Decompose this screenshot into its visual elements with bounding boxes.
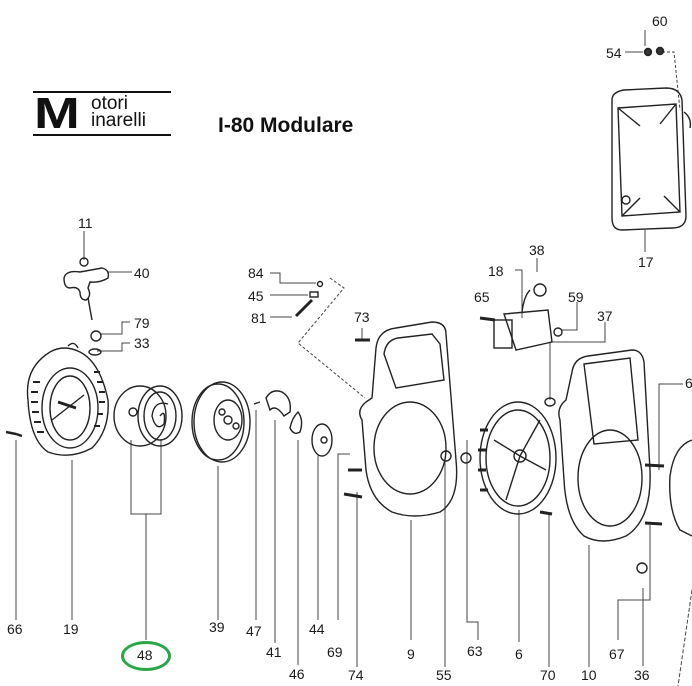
part-label: 79 — [134, 315, 150, 331]
leader-lines — [15, 30, 692, 686]
part-label: 36 — [634, 667, 650, 683]
logo-initial: M — [34, 89, 80, 138]
part-label: 73 — [354, 309, 370, 325]
fan-cover — [359, 321, 472, 517]
page-title: I-80 Modulare — [218, 114, 354, 137]
logo-top-rule — [33, 91, 171, 93]
part-label: 81 — [251, 310, 267, 326]
starter-handle — [63, 257, 110, 356]
leader-59 — [562, 302, 578, 331]
leader-84 — [270, 272, 316, 284]
rear-cover — [558, 349, 651, 542]
leader-6r — [658, 383, 683, 470]
leader-group-9 — [297, 277, 366, 399]
starter-pulley — [191, 381, 251, 463]
leader-63 — [466, 440, 479, 640]
part-label: 37 — [597, 308, 613, 324]
part-label: 69 — [327, 644, 343, 660]
leader-67 — [617, 525, 651, 640]
part-label: 54 — [606, 45, 622, 61]
part-label: 59 — [568, 289, 584, 305]
part-label: 19 — [63, 621, 79, 637]
highlight-circle — [121, 641, 171, 671]
leader-69 — [337, 453, 350, 620]
leader-33 — [97, 342, 130, 352]
leader-79 — [100, 321, 130, 335]
part-label: 11 — [78, 215, 93, 231]
part-label: 46 — [289, 666, 305, 682]
air-filter-housing — [611, 46, 692, 231]
leader-37 — [549, 322, 606, 400]
part-label: 6 — [515, 646, 523, 662]
part-label: 9 — [407, 646, 415, 662]
crankcase-partial — [636, 439, 692, 574]
leader-60-dash — [662, 51, 681, 111]
part-label: 10 — [581, 667, 597, 683]
logo-line2: inarelli — [91, 110, 146, 131]
part-label: 70 — [540, 667, 556, 683]
part-label: 39 — [209, 619, 225, 635]
logo-line1: otori — [91, 93, 128, 114]
part-label: 44 — [309, 621, 325, 637]
part-label: 74 — [348, 667, 364, 683]
part-label: 45 — [248, 288, 264, 304]
recoil-spring-assembly — [113, 385, 183, 447]
flywheel — [478, 401, 557, 515]
starter-housing — [5, 342, 109, 456]
part-label: 18 — [488, 263, 504, 279]
leader-48-bracket — [130, 440, 162, 515]
part-label: 6 — [685, 375, 692, 391]
part-label: 47 — [246, 623, 262, 639]
part-label: 65 — [474, 289, 490, 305]
part-label-highlighted: 48 — [137, 647, 153, 663]
part-label: 63 — [467, 643, 483, 659]
part-label: 60 — [652, 13, 668, 29]
part-label: 17 — [638, 254, 654, 270]
pawl-parts — [253, 390, 333, 457]
part-label: 40 — [134, 265, 150, 281]
leader-18 — [515, 269, 523, 318]
small-screws — [294, 280, 665, 526]
leader-edge — [677, 589, 692, 686]
brand-logo: M otori inarelli — [33, 91, 171, 137]
part-label: 38 — [529, 242, 545, 258]
part-label: 67 — [609, 646, 625, 662]
part-label: 41 — [266, 644, 282, 660]
part-label: 33 — [134, 335, 150, 351]
part-label: 66 — [7, 621, 23, 637]
logo-bottom-rule — [33, 134, 171, 136]
part-label: 84 — [248, 265, 264, 281]
ignition-coil — [493, 283, 563, 407]
part-label: 55 — [436, 667, 452, 683]
